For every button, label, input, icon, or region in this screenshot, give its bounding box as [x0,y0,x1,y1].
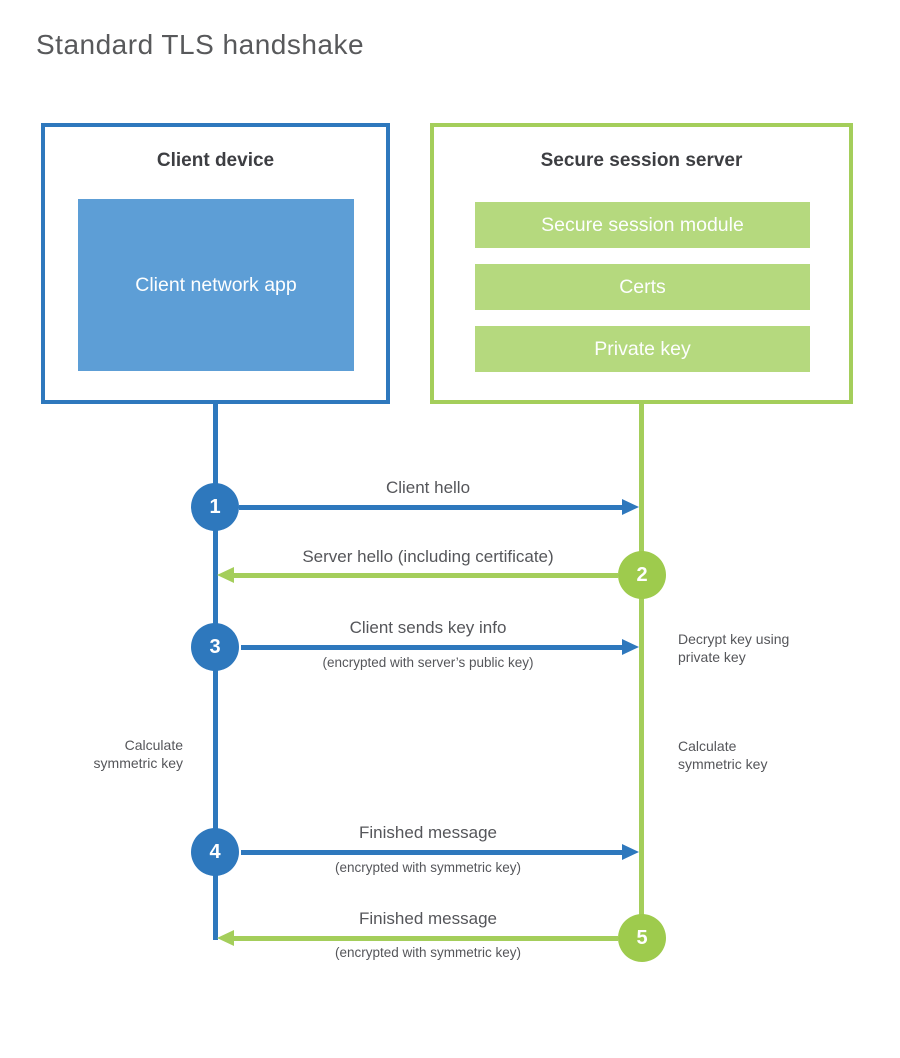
annotation-calc-symmetric-left: Calculate symmetric key [93,737,183,771]
step-2-arrowhead-icon [217,567,234,583]
step-3-arrow-line [241,645,622,650]
step-5-number: 5 [636,926,648,949]
step-3-sublabel: (encrypted with server’s public key) [322,655,534,670]
step-3-label: Client sends key info [349,618,507,637]
step-1-number: 1 [209,495,221,518]
step-1-arrowhead-icon [622,499,639,515]
client-device-title: Client device [156,150,275,171]
step-5-sublabel: (encrypted with symmetric key) [334,945,522,960]
step-2-arrow-line [234,573,618,578]
step-1-circle: 1 [191,483,239,531]
annotation-calc-symmetric-right: Calculate symmetric key [678,738,768,772]
step-1-arrow-line [239,505,622,510]
client-network-app-box: Client network app [78,199,354,371]
step-5-arrowhead-icon [217,930,234,946]
step-4-number: 4 [209,840,221,863]
step-3-circle: 3 [191,623,239,671]
step-4-arrowhead-icon [622,844,639,860]
step-1-label: Client hello [385,478,471,497]
client-lifeline [213,402,218,940]
step-2-label: Server hello (including certificate) [302,547,554,566]
certs-bar: Certs [475,264,810,310]
step-4-label: Finished message [359,823,497,842]
step-4-circle: 4 [191,828,239,876]
secure-session-module-label: Secure session module [541,213,744,236]
client-network-app-label: Client network app [135,273,297,296]
step-3-number: 3 [209,635,221,658]
page-title: Standard TLS handshake [36,29,365,60]
secure-session-module-bar: Secure session module [475,202,810,248]
step-2-number: 2 [636,563,648,586]
server-lifeline [639,402,644,940]
step-2-circle: 2 [618,551,666,599]
step-5-label: Finished message [359,909,497,928]
step-5-circle: 5 [618,914,666,962]
certs-label: Certs [619,275,666,298]
step-4-sublabel: (encrypted with symmetric key) [334,860,522,875]
step-5-arrow-line [234,936,618,941]
secure-session-server-title: Secure session server [540,150,743,171]
step-3-arrowhead-icon [622,639,639,655]
step-4-arrow-line [241,850,622,855]
private-key-bar: Private key [475,326,810,372]
annotation-decrypt-key: Decrypt key using private key [678,631,790,665]
private-key-label: Private key [594,337,691,360]
